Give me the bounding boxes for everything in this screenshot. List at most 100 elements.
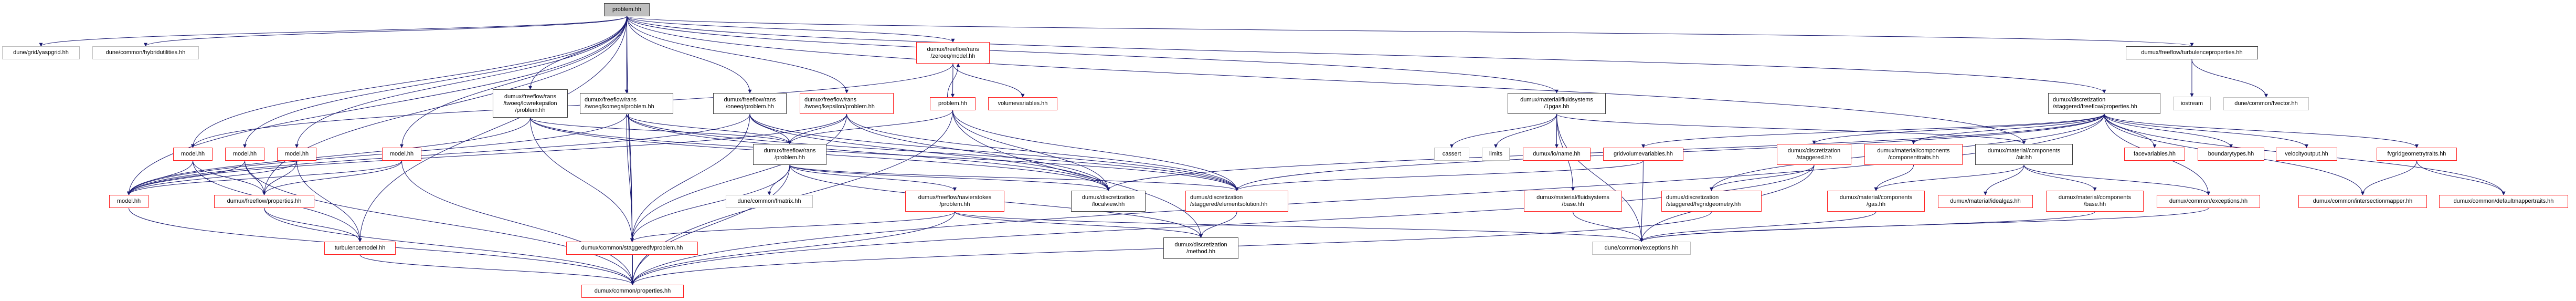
graph-node-gridvolvars[interactable]: gridvolumevariables.hh — [1603, 148, 1683, 161]
graph-node-modelC[interactable]: model.hh — [277, 148, 316, 161]
graph-node-yaspgrid[interactable]: dune/grid/yaspgrid.hh — [2, 46, 80, 59]
edge-root-to-turbmodel — [358, 16, 627, 242]
graph-node-limits[interactable]: limits — [1482, 148, 1510, 161]
graph-node-problemred[interactable]: problem.hh — [930, 97, 976, 110]
edge-elemsol-to-method — [1199, 211, 1237, 238]
graph-node-turbmodel[interactable]: turbulencemodel.hh — [324, 242, 396, 255]
edge-modelB-to-modelD — [127, 160, 245, 195]
node-label-line: iostream — [2180, 100, 2203, 107]
graph-node-localview[interactable]: dumux/discretization/localview.hh — [1071, 191, 1146, 212]
graph-node-compbase[interactable]: dumux/material/components/base.hh — [2046, 191, 2144, 212]
node-label-line: /air.hh — [2016, 154, 2032, 161]
graph-node-onepgas[interactable]: dumux/material/fluidsystems/1pgas.hh — [1508, 93, 1606, 114]
node-label-line: dumux/material/components — [1987, 148, 2061, 154]
node-label-line: /twoeq/kepsilon/problem.hh — [804, 103, 875, 110]
edge-root-to-yaspgrid — [39, 16, 627, 47]
graph-node-hybridutilities[interactable]: dune/common/hybridutilities.hh — [92, 46, 199, 59]
node-label-line: /problem.hh — [939, 201, 970, 207]
edge-onepgas-to-duneexceptions — [1556, 113, 1644, 242]
node-label-line: problem.hh — [938, 100, 968, 107]
node-label-line: /staggered/fvgridgeometry.hh — [1666, 201, 1741, 207]
edge-problemred-to-zeroeqmodel — [947, 63, 960, 98]
graph-node-modelE[interactable]: model.hh — [382, 148, 421, 161]
node-label-line: /zeroeq/model.hh — [930, 53, 976, 59]
graph-node-fvgridgeom[interactable]: dumux/discretization/staggered/fvgridgeo… — [1661, 191, 1762, 212]
graph-node-modelA[interactable]: model.hh — [173, 148, 213, 161]
node-label-line: turbulencemodel.hh — [334, 245, 386, 251]
graph-node-fvggtraits[interactable]: fvgridgeometrytraits.hh — [2377, 148, 2457, 161]
graph-node-elemsol[interactable]: dumux/discretization/staggered/elementso… — [1185, 191, 1288, 212]
node-label-line: fvgridgeometrytraits.hh — [2387, 151, 2446, 157]
node-label-line: volumevariables.hh — [998, 100, 1048, 107]
edge-root-to-stagffprops — [627, 16, 2106, 94]
edge-oneeq-to-localview — [749, 113, 1110, 191]
edge-onepgas-to-air — [1556, 113, 2026, 144]
edge-kepsilon-to-stagfvproblem — [630, 113, 847, 242]
graph-node-ransproblem[interactable]: dumux/freeflow/rans/problem.hh — [753, 144, 826, 165]
edge-modelE-to-modelD — [127, 160, 402, 195]
graph-node-intersectionmapper[interactable]: dumux/common/intersectionmapper.hh — [2298, 195, 2427, 208]
node-label-line: dumux/discretization — [1174, 241, 1227, 248]
graph-node-modelB[interactable]: model.hh — [225, 148, 264, 161]
graph-node-ioname[interactable]: dumux/io/name.hh — [1523, 148, 1591, 161]
graph-node-boundarytypes[interactable]: boundarytypes.hh — [2198, 148, 2264, 161]
graph-node-facevars[interactable]: facevariables.hh — [2124, 148, 2185, 161]
edge-root-to-lowrekeps — [528, 16, 627, 90]
graph-node-ffprops[interactable]: dumux/freeflow/properties.hh — [214, 195, 314, 208]
graph-node-stagfvproblem[interactable]: dumux/common/staggeredfvproblem.hh — [566, 242, 698, 255]
node-label-line: dumux/common/properties.hh — [594, 288, 671, 294]
node-label-line: dumux/material/components — [1839, 194, 1913, 201]
graph-node-comptraits[interactable]: dumux/material/components/componenttrait… — [1864, 144, 1963, 165]
node-label-line: dumux/freeflow/rans — [585, 97, 637, 103]
edge-root-to-modelA — [191, 16, 627, 148]
node-label-line: dumux/freeflow/turbulenceproperties.hh — [2141, 49, 2243, 56]
graph-node-fvector[interactable]: dune/common/fvector.hh — [2223, 97, 2309, 110]
node-label-line: dumux/discretization — [2053, 97, 2106, 103]
graph-node-method[interactable]: dumux/discretization/method.hh — [1163, 237, 1238, 259]
graph-node-navierstokes[interactable]: dumux/freeflow/navierstokes/problem.hh — [905, 191, 1004, 212]
node-label-line: dumux/freeflow/navierstokes — [918, 194, 992, 201]
graph-node-air[interactable]: dumux/material/components/air.hh — [1975, 144, 2073, 165]
graph-node-defaultmappertraits[interactable]: dumux/common/defaultmappertraits.hh — [2439, 195, 2568, 208]
graph-node-komega[interactable]: dumux/freeflow/rans/twoeq/komega/problem… — [580, 93, 673, 114]
graph-node-modelD[interactable]: model.hh — [109, 195, 149, 208]
graph-node-idealgas[interactable]: dumux/material/idealgas.hh — [1938, 195, 2033, 208]
graph-node-zeroeqmodel[interactable]: dumux/freeflow/rans/zeroeq/model.hh — [916, 42, 990, 64]
edge-root-to-modelD — [127, 16, 627, 195]
node-label-line: dumux/freeflow/rans — [804, 97, 857, 103]
node-label-line: dune/grid/yaspgrid.hh — [13, 49, 69, 56]
node-label-line: /base.hh — [1562, 201, 1584, 207]
graph-node-lowrekeps[interactable]: dumux/freeflow/rans/twoeq/lowrekepsilon/… — [493, 89, 568, 118]
graph-node-volvars[interactable]: volumevariables.hh — [988, 97, 1057, 110]
node-label-line: gridvolumevariables.hh — [1613, 151, 1673, 157]
node-label-line: model.hh — [232, 151, 257, 157]
edge-ransproblem-to-fmatrix — [767, 164, 790, 195]
graph-node-stagffprops[interactable]: dumux/discretization/staggered/freeflow/… — [2048, 93, 2160, 114]
node-label-line: dumux/freeflow/rans — [927, 46, 979, 53]
edge-kepsilon-to-elemsol — [846, 113, 1239, 191]
graph-node-turbprops[interactable]: dumux/freeflow/turbulenceproperties.hh — [2126, 46, 2258, 59]
graph-node-commonexceptions[interactable]: dumux/common/exceptions.hh — [2157, 195, 2260, 208]
edge-turbprops-to-fvector — [2191, 59, 2268, 98]
graph-node-staggered[interactable]: dumux/discretization/staggered.hh — [1777, 144, 1851, 165]
graph-node-iostream[interactable]: iostream — [2173, 97, 2211, 110]
graph-node-velocityoutput[interactable]: velocityoutput.hh — [2276, 148, 2337, 161]
edge-modelA-to-ffprops — [193, 160, 266, 195]
graph-node-duneexceptions[interactable]: dune/common/exceptions.hh — [1592, 242, 1691, 255]
node-label-line: dumux/material/components — [1877, 148, 1950, 154]
node-label-line: /twoeq/lowrekepsilon — [503, 100, 557, 107]
edge-gridvolvars-to-duneexceptions — [1639, 160, 1644, 242]
edge-commonexceptions-to-duneexceptions — [1639, 207, 2209, 242]
graph-node-fsbase[interactable]: dumux/material/fluidsystems/base.hh — [1524, 191, 1622, 212]
graph-node-commonprops[interactable]: dumux/common/properties.hh — [581, 285, 684, 298]
node-label-line: dune/common/fvector.hh — [2234, 100, 2298, 107]
graph-node-cassert[interactable]: cassert — [1434, 148, 1469, 161]
graph-node-oneeq[interactable]: dumux/freeflow/rans/oneeq/problem.hh — [713, 93, 787, 114]
graph-node-root[interactable]: problem.hh — [604, 3, 650, 16]
graph-node-gas[interactable]: dumux/material/components/gas.hh — [1827, 191, 1925, 212]
graph-node-fmatrix[interactable]: dune/common/fmatrix.hh — [726, 195, 813, 208]
edge-problemred-to-localview — [952, 110, 1110, 191]
edge-root-to-kepsilon — [627, 16, 849, 94]
graph-node-kepsilon[interactable]: dumux/freeflow/rans/twoeq/kepsilon/probl… — [800, 93, 894, 114]
